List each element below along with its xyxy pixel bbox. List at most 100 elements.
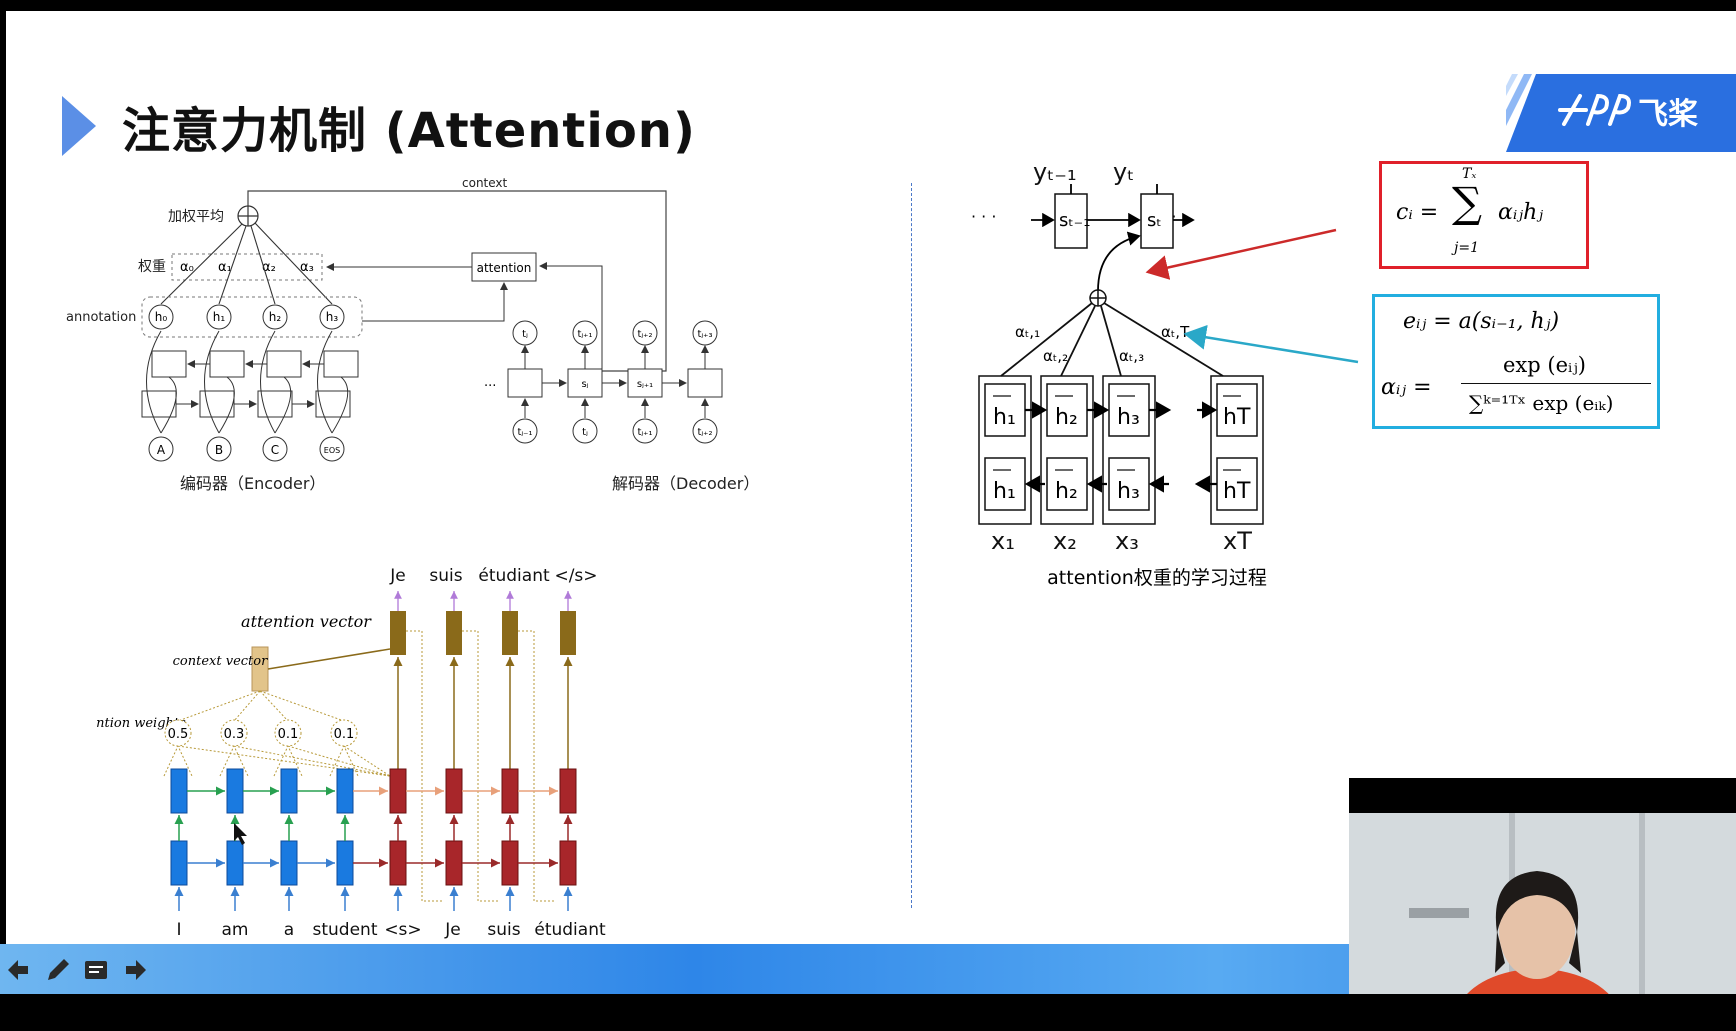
weight-0: 0.5: [168, 727, 189, 742]
h0-label: h₀: [155, 310, 168, 324]
red-pointer-arrow: [1145, 228, 1337, 280]
encoder-caption: 编码器（Encoder）: [180, 474, 325, 493]
x1-label: x₁: [991, 527, 1015, 555]
weights-label: 权重: [138, 259, 166, 275]
left-dots: · · ·: [971, 207, 996, 226]
alpha-3: α₃: [300, 260, 314, 275]
decoder-caption: 解码器（Decoder）: [612, 474, 759, 493]
weight-2: 0.1: [278, 727, 299, 742]
alpha-0: α₀: [180, 260, 194, 275]
x3-label: x₃: [1115, 527, 1139, 555]
c-formula-sum-bottom: j=1: [1454, 240, 1479, 256]
nmt-in-7: étudiant: [534, 920, 606, 940]
cyan-pointer-arrow: [1183, 324, 1359, 364]
arrow-right-icon: [126, 960, 146, 980]
dec-in-3: tⱼ₊₂: [698, 427, 713, 438]
nmt-out-3: </s>: [554, 566, 597, 586]
bi-rnn-attention-diagram: yₜ₋₁ yₜ · · · · · · sₜ₋₁ sₜ αₜ,₁ αₜ,₂ αₜ…: [971, 158, 1267, 589]
enc-input-eos: EOS: [324, 446, 340, 455]
bwd-h3: h₃: [1117, 479, 1140, 504]
alpha-t3: αₜ,₃: [1119, 347, 1144, 365]
dec-in-0: tⱼ₋₁: [518, 427, 533, 438]
next-slide-button[interactable]: [118, 954, 150, 986]
h3-label: h₃: [326, 310, 339, 324]
context-vector-label: context vector: [173, 654, 268, 669]
pen-tool-button[interactable]: [42, 954, 74, 986]
sum-sign: ∑: [1452, 178, 1482, 227]
slides-menu-button[interactable]: [80, 954, 112, 986]
enc-input-c: C: [271, 443, 279, 457]
nmt-in-3: student: [313, 920, 378, 940]
fwd-h1: h₁: [993, 405, 1016, 430]
alpha-formula-den: ∑ᵏ⁼¹ᵀˣ exp (eᵢₖ): [1469, 391, 1614, 415]
context-formula-box: cᵢ = Tₓ ∑ j=1 αᵢⱼhⱼ: [1379, 161, 1589, 269]
title-arrow-icon: [62, 96, 96, 156]
dec-state-j: sⱼ: [582, 379, 589, 390]
attention-box-label: attention: [477, 261, 532, 275]
e-formula: eᵢⱼ = a(sᵢ₋₁, hⱼ): [1403, 309, 1560, 334]
column-divider: [911, 183, 912, 908]
fraction-bar: [1461, 383, 1651, 384]
h2-label: h₂: [269, 310, 282, 324]
nmt-in-1: am: [222, 920, 249, 940]
nmt-attention-diagram: Je suis étudiant </s> attention vector c…: [96, 566, 606, 940]
fwd-h3: h₃: [1117, 405, 1140, 430]
c-formula-sum-top: Tₓ: [1462, 166, 1477, 182]
previous-slide-button[interactable]: [4, 954, 36, 986]
nmt-in-5: Je: [444, 920, 460, 940]
nmt-in-4: <s>: [384, 920, 421, 940]
formula-pointers: [1145, 228, 1359, 364]
enc-input-a: A: [157, 443, 166, 457]
slideshow-toolbar: [4, 950, 150, 990]
title-row: 注意力机制 (Attention): [62, 91, 696, 161]
dec-out-2: tⱼ₊₂: [638, 329, 653, 340]
weight-3: 0.1: [334, 727, 355, 742]
s-t-label: sₜ: [1147, 210, 1162, 231]
c-formula-rhs: αᵢⱼhⱼ: [1498, 200, 1544, 225]
paddle-logo: 飞桨: [1506, 74, 1736, 152]
y-t-1-label: yₜ₋₁: [1033, 158, 1077, 186]
nmt-out-0: Je: [389, 566, 405, 586]
nmt-out-1: suis: [429, 566, 462, 586]
weighted-avg-label: 加权平均: [168, 209, 224, 225]
annotation-label: annotation: [66, 310, 136, 325]
nmt-in-0: I: [176, 920, 181, 940]
c-formula-lhs: cᵢ =: [1396, 200, 1439, 225]
dec-state-j1: sⱼ₊₁: [637, 379, 653, 390]
y-t-label: yₜ: [1113, 158, 1134, 186]
slide: 注意力机制 (Attention) 飞桨 context 加权平均 权重 α₀ …: [6, 11, 1736, 991]
bwd-hT: hT: [1223, 479, 1251, 504]
fwd-hT: hT: [1223, 405, 1251, 430]
s-t-1-label: sₜ₋₁: [1059, 210, 1090, 231]
x2-label: x₂: [1053, 527, 1077, 555]
dec-in-2: tⱼ₊₁: [638, 427, 653, 438]
slide-title: 注意力机制 (Attention): [122, 103, 696, 159]
enc-input-b: B: [215, 443, 223, 457]
dec-in-1: tⱼ: [582, 427, 588, 438]
dec-out-1: tⱼ₊₁: [578, 329, 593, 340]
arrow-left-icon: [8, 960, 28, 980]
logo-text: 飞桨: [1638, 97, 1698, 132]
nmt-in-6: suis: [487, 920, 520, 940]
alpha-1: α₁: [218, 260, 232, 275]
attention-weights-label: attention weights: [96, 716, 186, 731]
nmt-in-2: a: [284, 920, 294, 940]
weight-1: 0.3: [224, 727, 245, 742]
nmt-out-2: étudiant: [478, 566, 550, 586]
alpha-t1: αₜ,₁: [1015, 323, 1040, 341]
h1-label: h₁: [213, 310, 226, 324]
mouse-cursor-icon: [234, 823, 247, 845]
context-label: context: [462, 176, 508, 190]
presenter-webcam: [1349, 778, 1736, 1031]
screen-bottom-edge: [0, 994, 1736, 1031]
alpha-t2: αₜ,₂: [1043, 347, 1068, 365]
fwd-h2: h₂: [1055, 405, 1078, 430]
bi-rnn-caption: attention权重的学习过程: [1047, 567, 1267, 589]
slides-icon: [85, 961, 107, 979]
alpha-formula-num: exp (eᵢⱼ): [1503, 353, 1586, 377]
dec-out-3: tⱼ₊₃: [698, 329, 713, 340]
alpha-tT: αₜ,T: [1161, 323, 1190, 341]
xT-label: xT: [1223, 527, 1252, 555]
dec-out-0: tⱼ: [522, 329, 528, 340]
bwd-h2: h₂: [1055, 479, 1078, 504]
